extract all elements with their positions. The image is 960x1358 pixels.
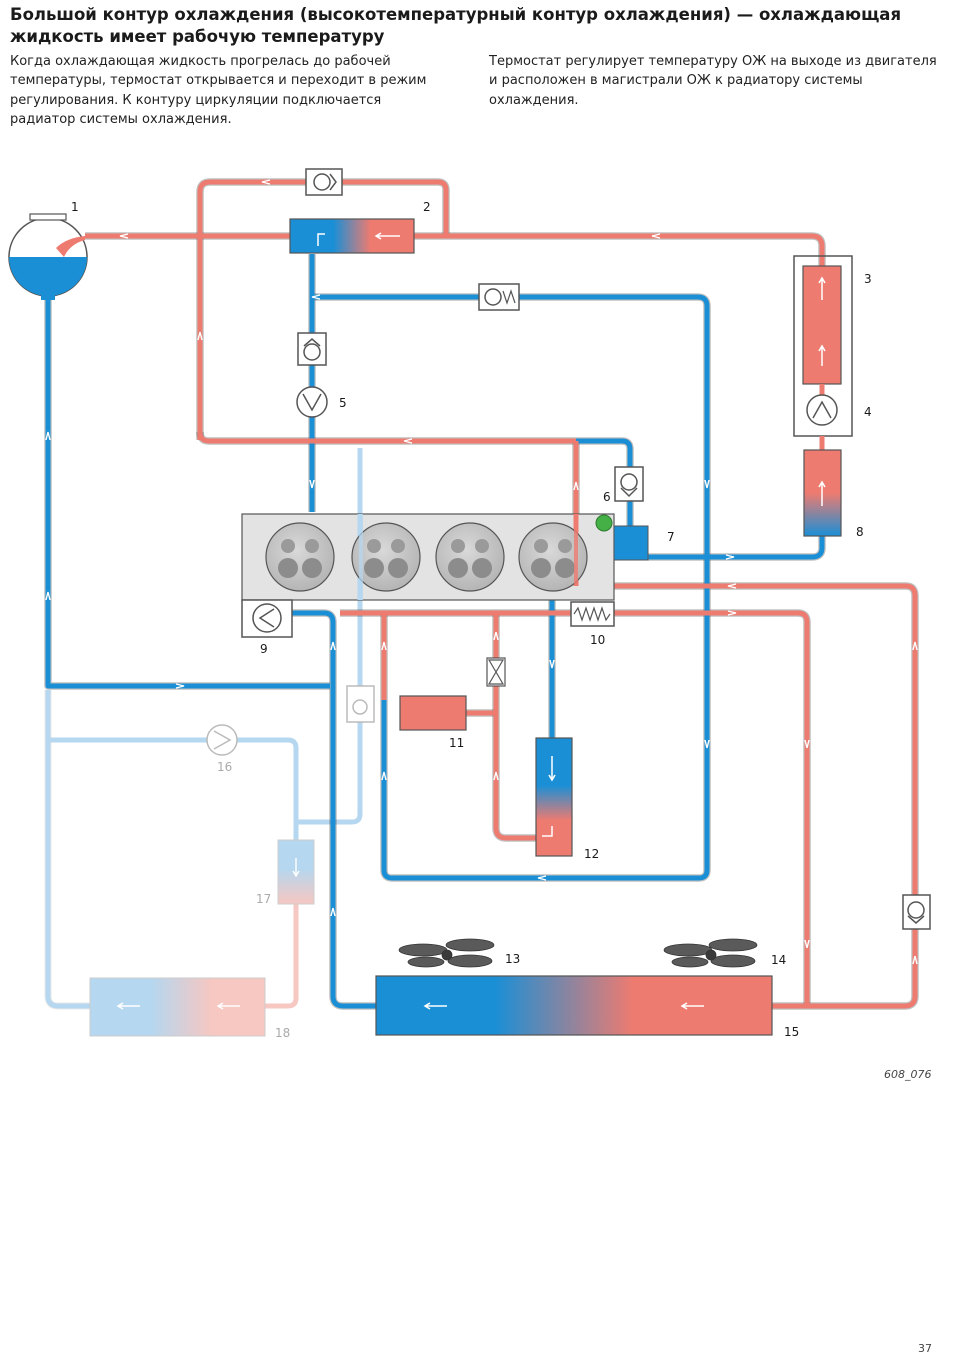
pump-16 <box>206 724 238 756</box>
label-4: 4 <box>864 405 872 419</box>
label-10: 10 <box>590 633 605 647</box>
label-11: 11 <box>449 736 464 750</box>
check-valve-5-upper <box>297 332 327 366</box>
check-valve-top <box>305 168 343 196</box>
cylinder-4 <box>518 522 588 592</box>
check-valve-lt <box>346 685 375 723</box>
pipe-radiator-return <box>648 536 825 560</box>
low-temp-radiator-18 <box>89 977 266 1037</box>
pipe-return-to-6 <box>197 431 633 526</box>
cylinder-1 <box>265 522 335 592</box>
low-temp-circuit <box>44 448 363 1010</box>
exchanger-2-arrows <box>317 232 400 246</box>
intro-paragraph-left: Когда охлаждающая жидкость прогрелась до… <box>10 54 427 128</box>
label-16: 16 <box>217 760 232 774</box>
radiator-3-arrows <box>818 276 826 366</box>
label-1: 1 <box>71 200 79 214</box>
shutoff-valve <box>486 657 506 687</box>
figure-id: 608_076 <box>884 1068 932 1081</box>
label-8: 8 <box>856 525 864 539</box>
label-7: 7 <box>667 530 675 544</box>
pipe-2-to-radiator-3 <box>414 233 825 270</box>
label-2: 2 <box>423 200 431 214</box>
exchanger-12-arrows <box>542 756 556 837</box>
pipe-11-loop <box>493 614 536 841</box>
heat-exchanger-11 <box>399 695 467 731</box>
label-18: 18 <box>275 1026 290 1040</box>
page-number: 37 <box>918 1342 932 1355</box>
label-15: 15 <box>784 1025 799 1039</box>
page-title: Большой контур охлаждения (высокотемпера… <box>10 5 902 46</box>
pipe-engine-to-15 <box>340 610 810 1006</box>
check-valve-bypass <box>478 283 520 311</box>
thermostat-indicator <box>595 514 613 532</box>
fan-14 <box>663 938 758 968</box>
label-12: 12 <box>584 847 599 861</box>
fan-13 <box>398 938 495 968</box>
radiator-18-arrows <box>116 1002 240 1010</box>
pipe-reservoir-down <box>45 270 330 689</box>
label-6: 6 <box>603 490 611 504</box>
label-9: 9 <box>260 642 268 656</box>
cylinder-3 <box>435 522 505 592</box>
engine-block <box>241 513 615 601</box>
pipe-return-to-6-cold <box>576 438 633 526</box>
heat-exchanger-12 <box>535 737 573 857</box>
component-10 <box>570 601 615 627</box>
cylinder-2 <box>351 522 421 592</box>
label-5: 5 <box>339 396 347 410</box>
thermostat-7 <box>613 525 649 561</box>
label-14: 14 <box>771 953 786 967</box>
check-valve-right <box>902 894 931 930</box>
check-valve-6 <box>614 466 644 502</box>
label-13: 13 <box>505 952 520 966</box>
label-17: 17 <box>256 892 271 906</box>
label-3: 3 <box>864 272 872 286</box>
pump-5 <box>296 386 328 418</box>
radiator-15-arrows <box>423 1002 704 1010</box>
coolant-pump-9 <box>241 599 293 638</box>
flow-arrows <box>45 179 918 965</box>
pipe-bypass-loop <box>312 294 710 881</box>
intro-paragraph-right: Термостат регулирует температуру ОЖ на в… <box>489 54 937 108</box>
expansion-tank-1 <box>8 213 88 300</box>
pipe-15-return <box>292 610 376 1009</box>
pump-4 <box>806 394 838 426</box>
